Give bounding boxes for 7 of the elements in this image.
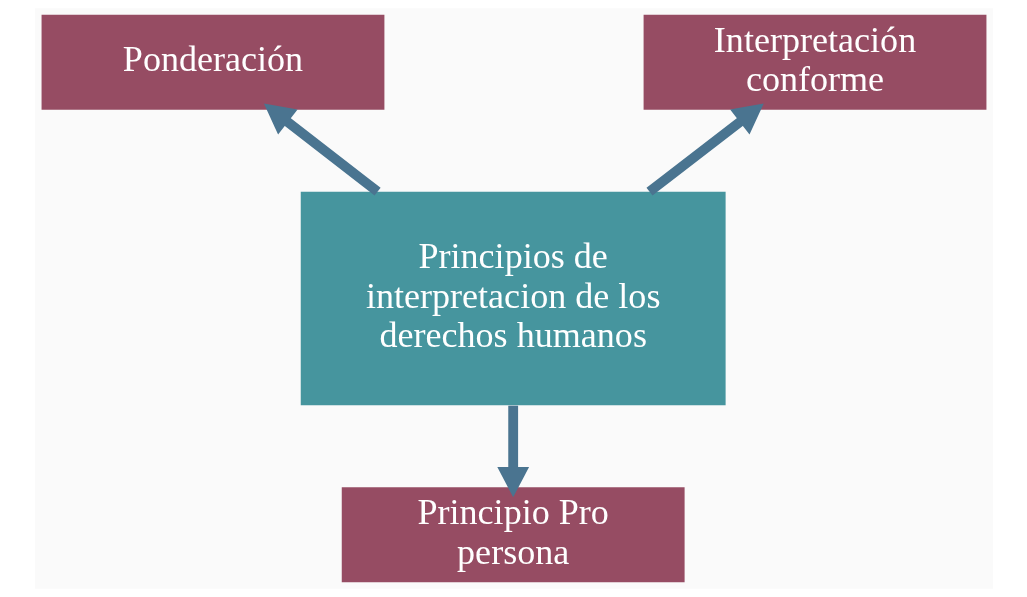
arrow (496, 405, 529, 498)
arrow (646, 103, 764, 196)
node-box: Principios de interpretacion de los derechos humanos (300, 191, 726, 406)
arrow (263, 103, 381, 196)
node-box: Ponderación (41, 14, 384, 110)
node-box: Principio Pro persona (341, 487, 685, 583)
node-box: Interpretación conforme (643, 14, 986, 110)
